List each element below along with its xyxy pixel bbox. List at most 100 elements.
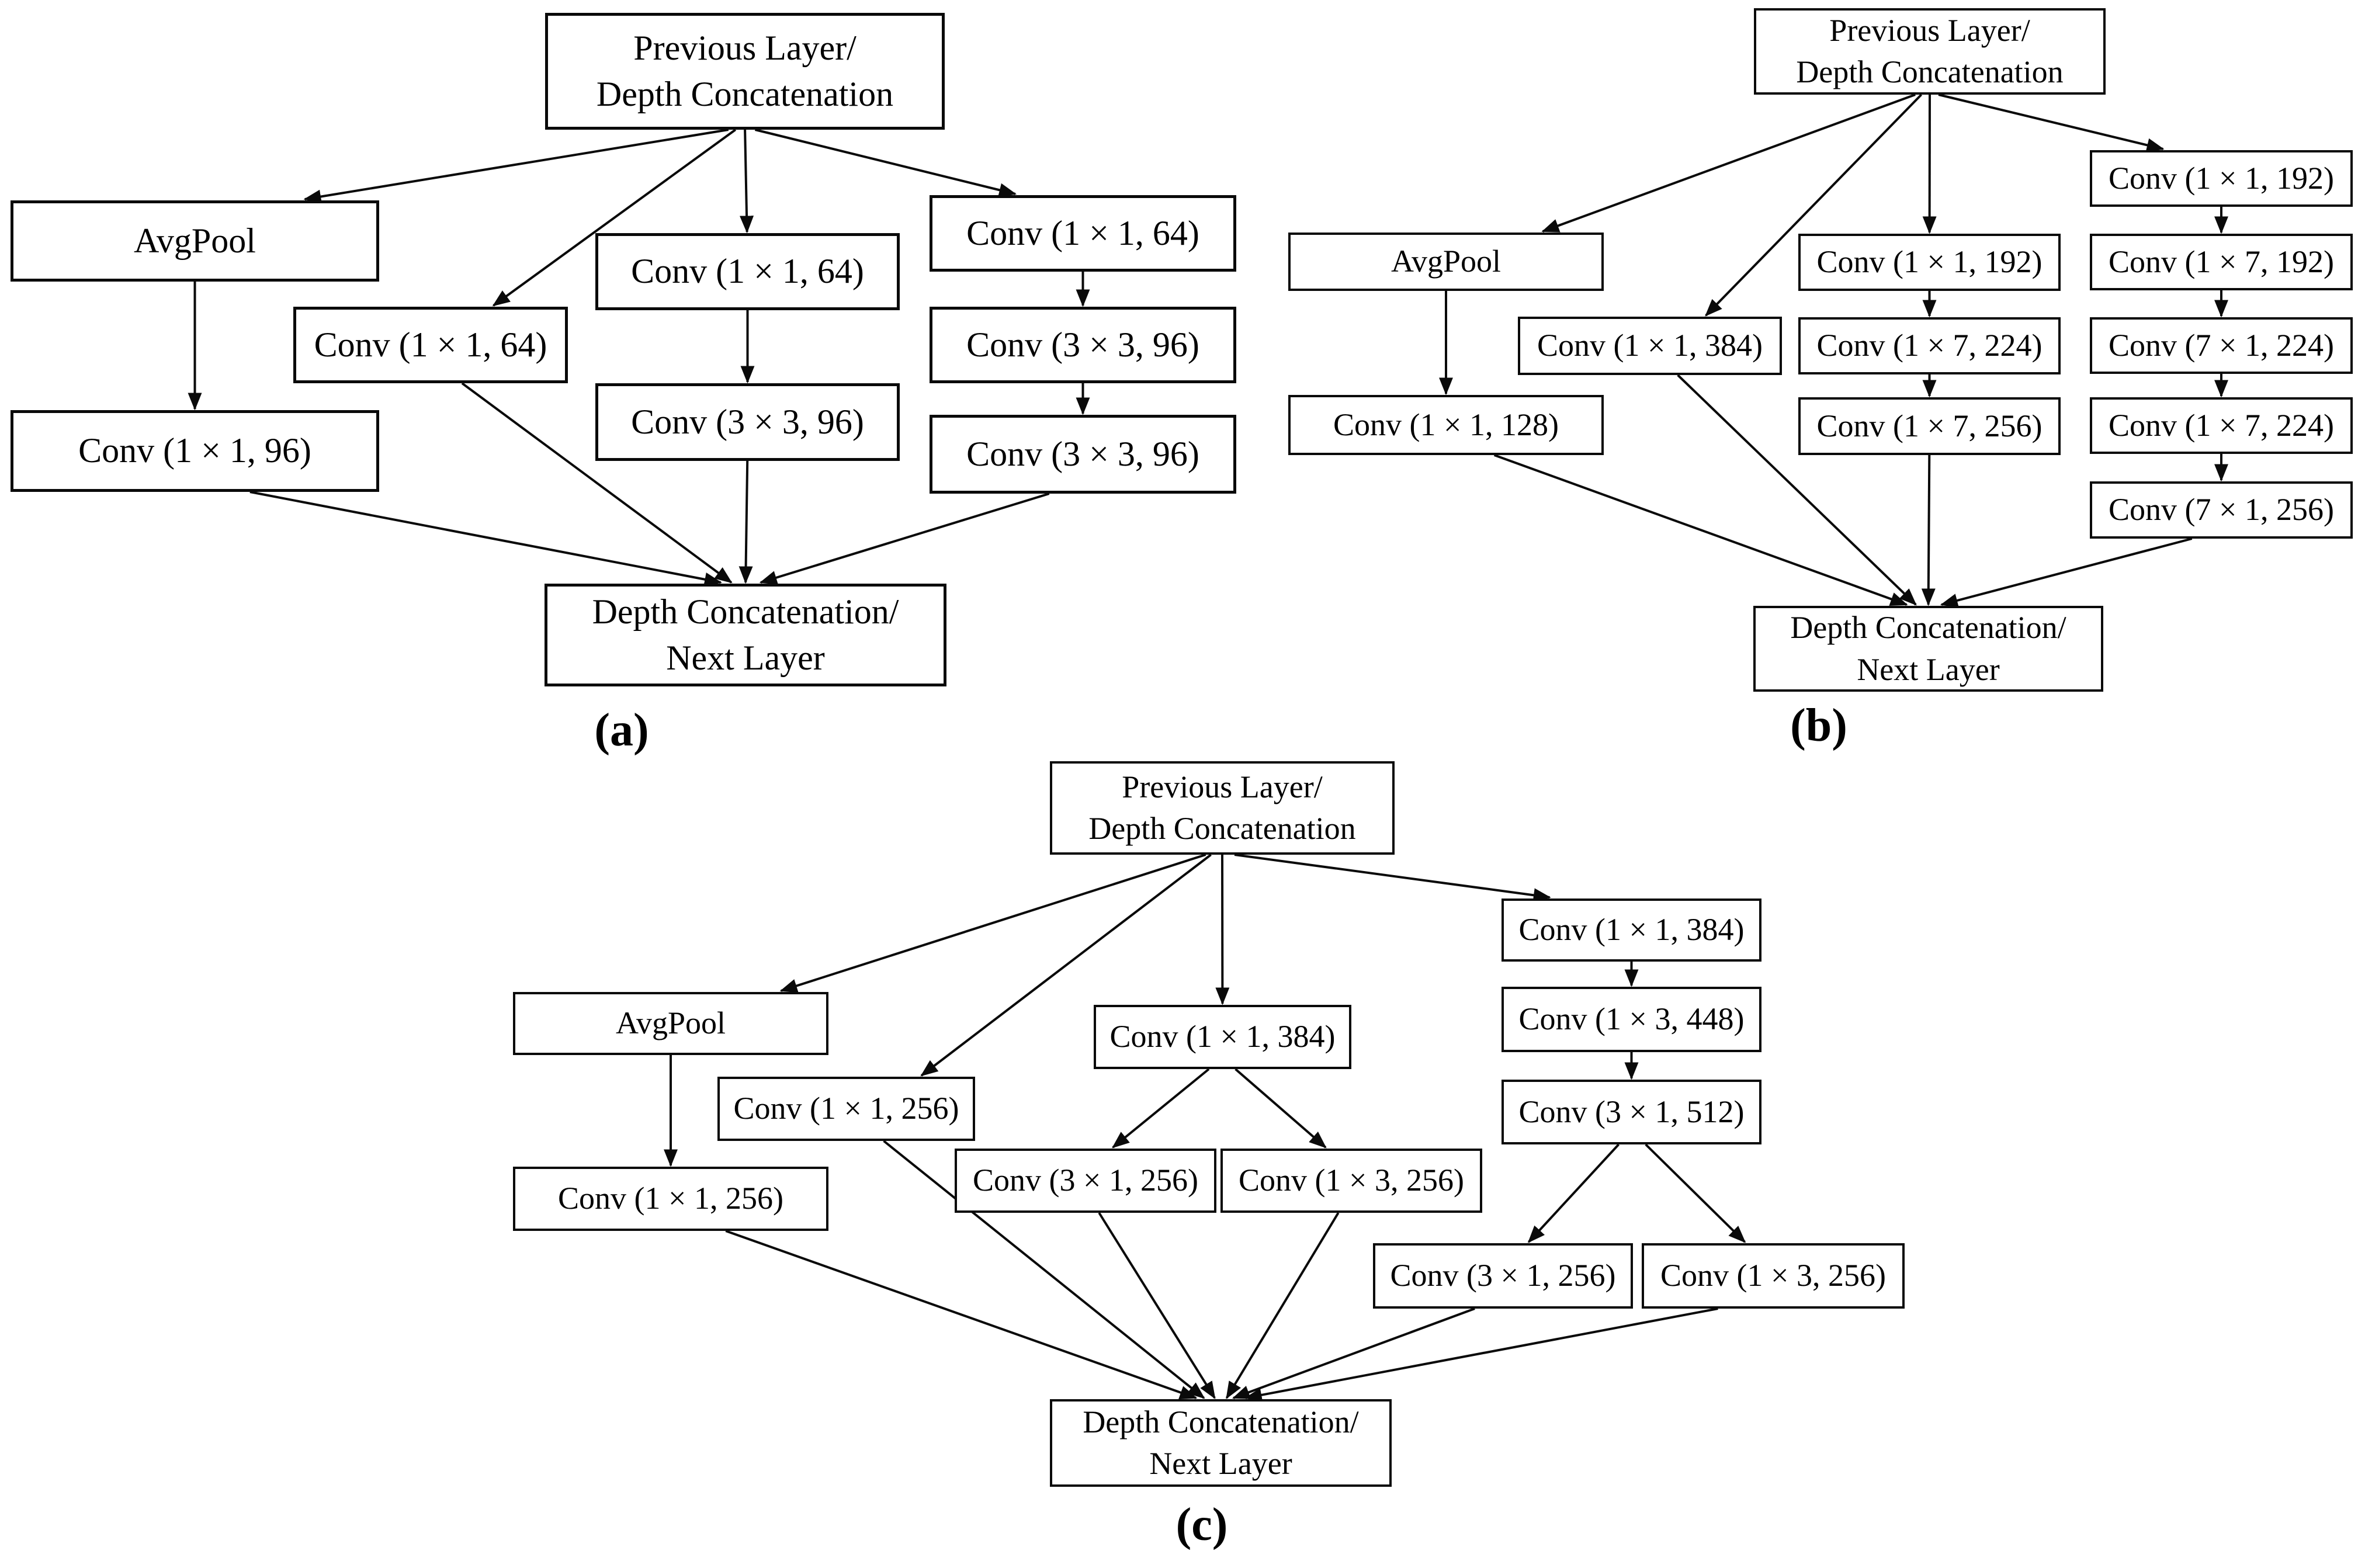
box-label: Conv (1 × 3, 256) [1239, 1163, 1464, 1198]
arrow [740, 129, 754, 234]
box-c-branch4-conv3: Conv (3 × 1, 512) [1502, 1080, 1761, 1144]
arrow [883, 1140, 1205, 1399]
box-b-branch4-conv1: Conv (1 × 1, 192) [2090, 150, 2353, 207]
arrow [1225, 1212, 1340, 1400]
arrow [492, 129, 737, 307]
box-b-branch4-conv2: Conv (1 × 7, 192) [2090, 234, 2353, 290]
box-a-branch3-conv1: Conv (1 × 1, 64) [595, 233, 900, 310]
arrow [1234, 854, 1551, 903]
subfigure-label-b: (b) [1790, 700, 1847, 751]
box-label: Conv (1 × 1, 64) [966, 213, 1199, 252]
arrow [738, 460, 753, 584]
box-label: Conv (1 × 7, 256) [1816, 408, 2043, 443]
box-label: AvgPool [134, 221, 256, 260]
box-label: Depth Concatenation/ Next Layer [592, 592, 899, 677]
arrow [1940, 537, 2193, 608]
box-label: Conv (1 × 1, 96) [78, 431, 311, 470]
arrow [461, 382, 733, 584]
box-a-branch4-conv2: Conv (3 × 3, 96) [930, 307, 1236, 383]
box-c-depth-concatenation: Depth Concatenation/ Next Layer [1050, 1399, 1392, 1487]
box-label: Conv (3 × 1, 512) [1518, 1094, 1745, 1129]
box-a-branch4-conv1: Conv (1 × 1, 64) [930, 195, 1236, 272]
arrow [1677, 374, 1917, 606]
box-a-branch1-conv: Conv (1 × 1, 96) [11, 410, 379, 492]
arrow [249, 491, 722, 587]
box-c-branch4-conv2: Conv (1 × 3, 448) [1502, 987, 1761, 1052]
arrow [1112, 1068, 1210, 1149]
box-b-branch3-conv3: Conv (1 × 7, 256) [1798, 397, 2061, 455]
box-a-avgpool: AvgPool [11, 200, 379, 282]
box-label: Conv (1 × 7, 192) [2109, 244, 2334, 279]
box-label: Conv (1 × 1, 64) [631, 252, 864, 291]
box-label: Conv (1 × 7, 224) [1816, 328, 2043, 363]
arrow [1232, 1307, 1475, 1399]
box-a-depth-concatenation: Depth Concatenation/ Next Layer [545, 584, 946, 686]
arrow [920, 854, 1212, 1077]
box-label: Previous Layer/ Depth Concatenation [1796, 12, 2064, 89]
box-c-branch3-conv: Conv (1 × 1, 384) [1094, 1005, 1351, 1069]
box-c-branch4-split1: Conv (3 × 1, 256) [1373, 1243, 1633, 1309]
box-label: Conv (1 × 7, 224) [2109, 407, 2334, 443]
box-c-branch3-split1: Conv (3 × 1, 256) [955, 1149, 1216, 1213]
box-label: Conv (7 × 1, 224) [2109, 327, 2334, 363]
box-a-branch3-conv2: Conv (3 × 3, 96) [595, 383, 900, 461]
box-c-branch4-conv1: Conv (1 × 1, 384) [1502, 899, 1761, 962]
box-label: Conv (1 × 1, 384) [1109, 1019, 1336, 1054]
box-label: Conv (3 × 1, 256) [973, 1163, 1198, 1198]
arrow [725, 1230, 1198, 1400]
box-b-depth-concatenation: Depth Concatenation/ Next Layer [1753, 606, 2103, 692]
box-b-branch4-conv4: Conv (1 × 7, 224) [2090, 397, 2353, 454]
box-c-avgpool: AvgPool [513, 992, 828, 1055]
box-b-branch4-conv3: Conv (7 × 1, 224) [2090, 317, 2353, 374]
arrow [1235, 1068, 1327, 1149]
arrow [1645, 1143, 1746, 1243]
box-c-branch4-split2: Conv (1 × 3, 256) [1642, 1243, 1905, 1309]
box-label: Conv (1 × 1, 192) [1816, 244, 2043, 280]
box-a-branch2-conv: Conv (1 × 1, 64) [293, 307, 568, 383]
box-label: Depth Concatenation/ Next Layer [1083, 1404, 1359, 1481]
box-label: AvgPool [1390, 244, 1502, 279]
box-label: Conv (3 × 1, 256) [1390, 1258, 1616, 1293]
box-label: Conv (7 × 1, 256) [2109, 492, 2334, 528]
box-b-branch1-conv: Conv (1 × 1, 128) [1288, 395, 1604, 455]
box-label: Conv (3 × 3, 96) [966, 434, 1199, 473]
arrow [1921, 455, 1936, 606]
arrow [759, 492, 1050, 585]
box-c-branch2-conv: Conv (1 × 1, 256) [717, 1077, 975, 1141]
subfigure-label-a: (a) [594, 705, 649, 756]
box-b-avgpool: AvgPool [1288, 233, 1604, 291]
box-label: Conv (1 × 1, 64) [314, 325, 547, 364]
arrow [754, 129, 1017, 197]
arrow [1527, 1143, 1620, 1243]
box-label: Conv (1 × 1, 384) [1518, 912, 1745, 948]
box-b-branch3-conv2: Conv (1 × 7, 224) [1798, 317, 2061, 374]
box-c-branch3-split2: Conv (1 × 3, 256) [1220, 1149, 1482, 1213]
box-label: Conv (1 × 1, 192) [2109, 160, 2334, 196]
arrow [1244, 1307, 1718, 1402]
box-label: AvgPool [615, 1005, 726, 1041]
box-label: Conv (1 × 1, 128) [1333, 407, 1559, 442]
box-label: Previous Layer/ Depth Concatenation [1088, 769, 1356, 846]
box-b-branch2-conv: Conv (1 × 1, 384) [1518, 317, 1782, 375]
arrow [779, 854, 1206, 993]
box-b-branch4-conv5: Conv (7 × 1, 256) [2090, 481, 2353, 539]
box-label: Conv (1 × 3, 256) [1660, 1258, 1886, 1293]
box-label: Conv (1 × 1, 256) [558, 1181, 783, 1216]
box-label: Depth Concatenation/ Next Layer [1790, 610, 2066, 687]
box-c-branch1-conv: Conv (1 × 1, 256) [513, 1167, 828, 1231]
box-label: Conv (3 × 3, 96) [966, 325, 1199, 364]
subfigure-label-c: (c) [1175, 1499, 1228, 1550]
box-c-previous-layer: Previous Layer/ Depth Concatenation [1050, 761, 1395, 855]
box-label: Conv (3 × 3, 96) [631, 402, 864, 441]
box-label: Conv (1 × 1, 384) [1537, 328, 1763, 363]
box-b-branch3-conv1: Conv (1 × 1, 192) [1798, 234, 2061, 291]
arrow [1705, 93, 1923, 317]
arrow [1098, 1212, 1216, 1400]
box-b-previous-layer: Previous Layer/ Depth Concatenation [1754, 8, 2106, 95]
arrow [1938, 93, 2165, 152]
arrow [1541, 93, 1916, 233]
box-a-previous-layer: Previous Layer/ Depth Concatenation [545, 13, 945, 130]
box-label: Previous Layer/ Depth Concatenation [596, 28, 894, 113]
